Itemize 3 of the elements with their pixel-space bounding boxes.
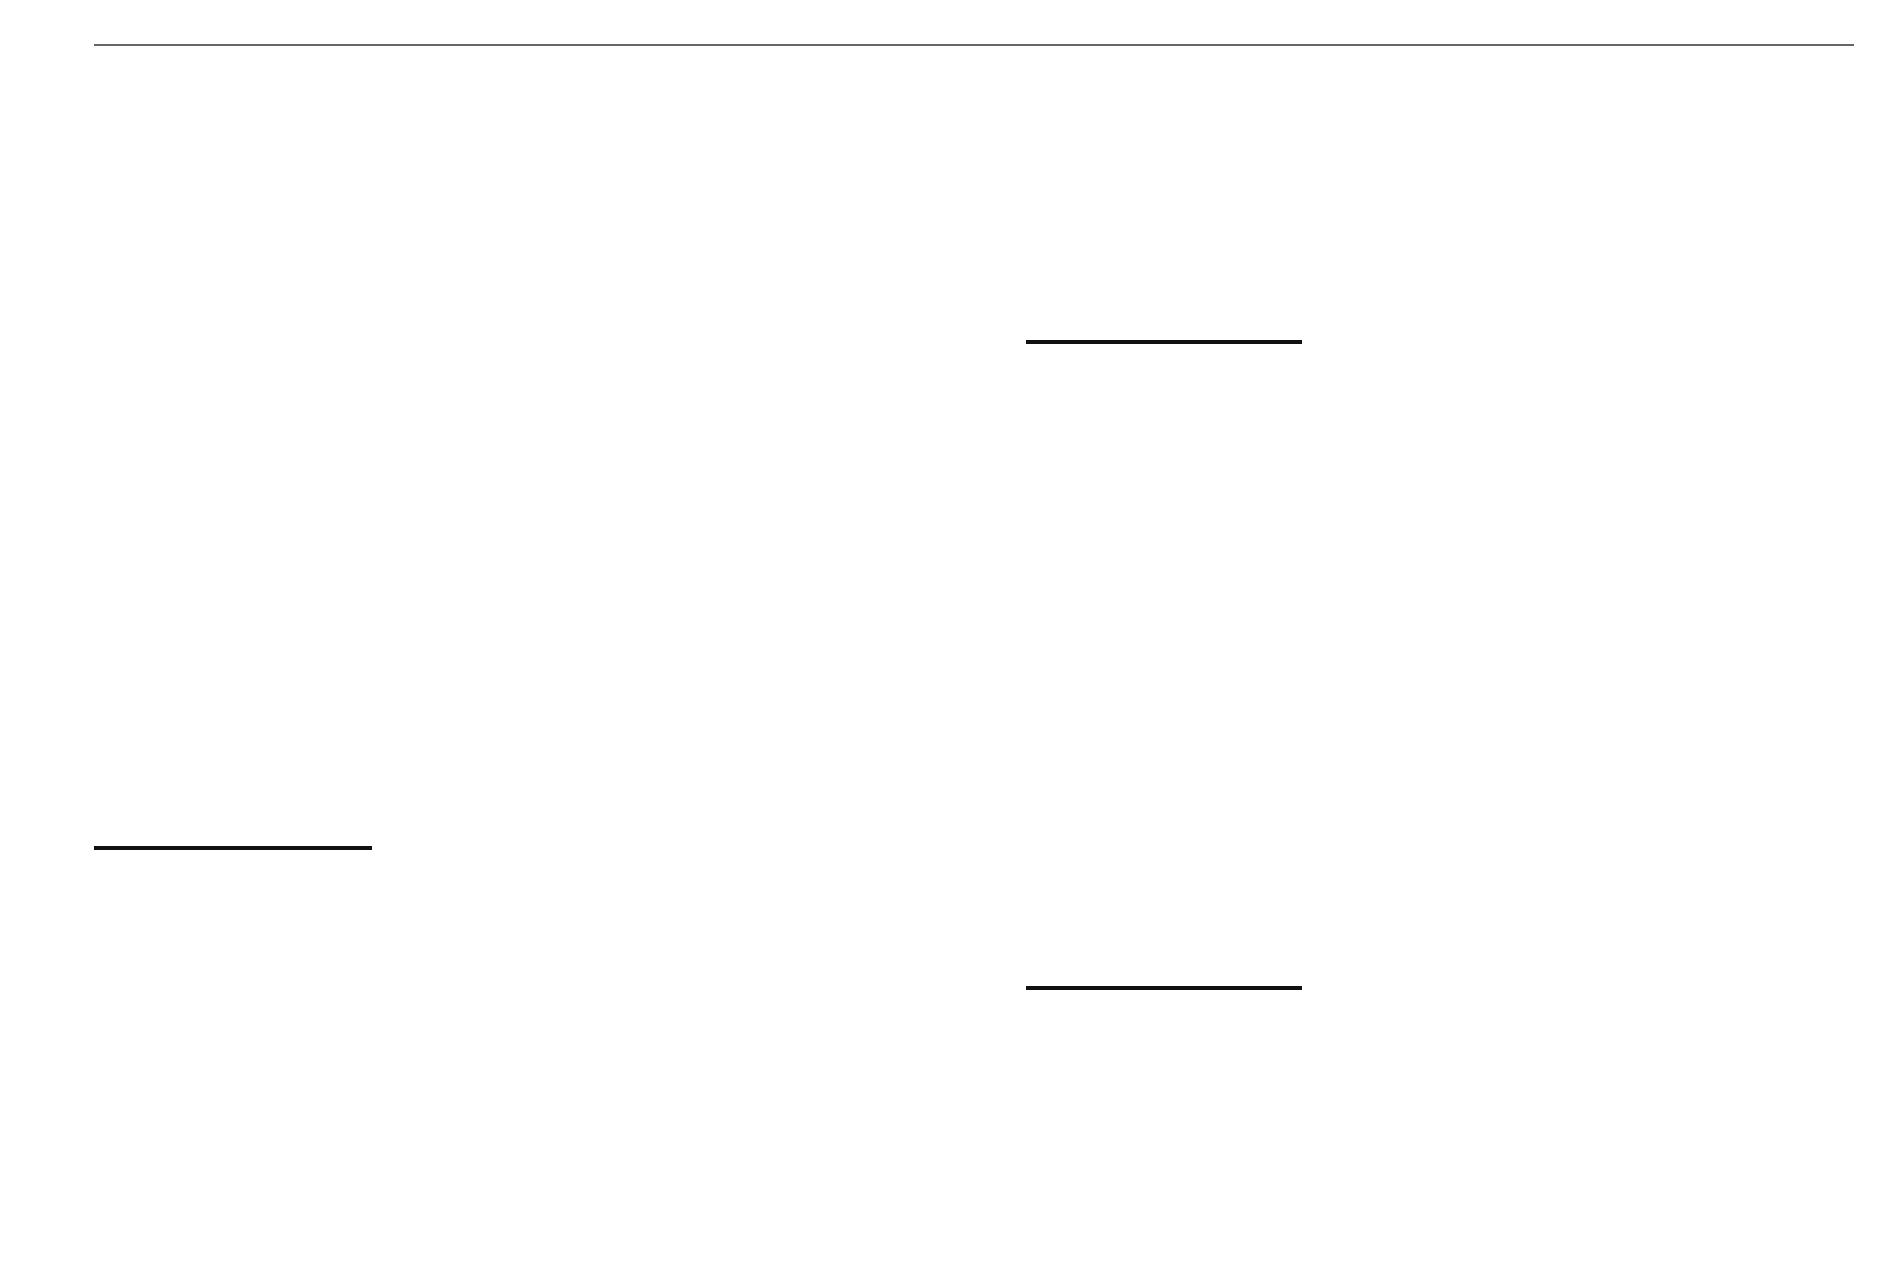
fill-in-line — [1026, 986, 1302, 990]
fill-in-line — [94, 846, 372, 850]
fill-in-line — [1026, 340, 1302, 344]
